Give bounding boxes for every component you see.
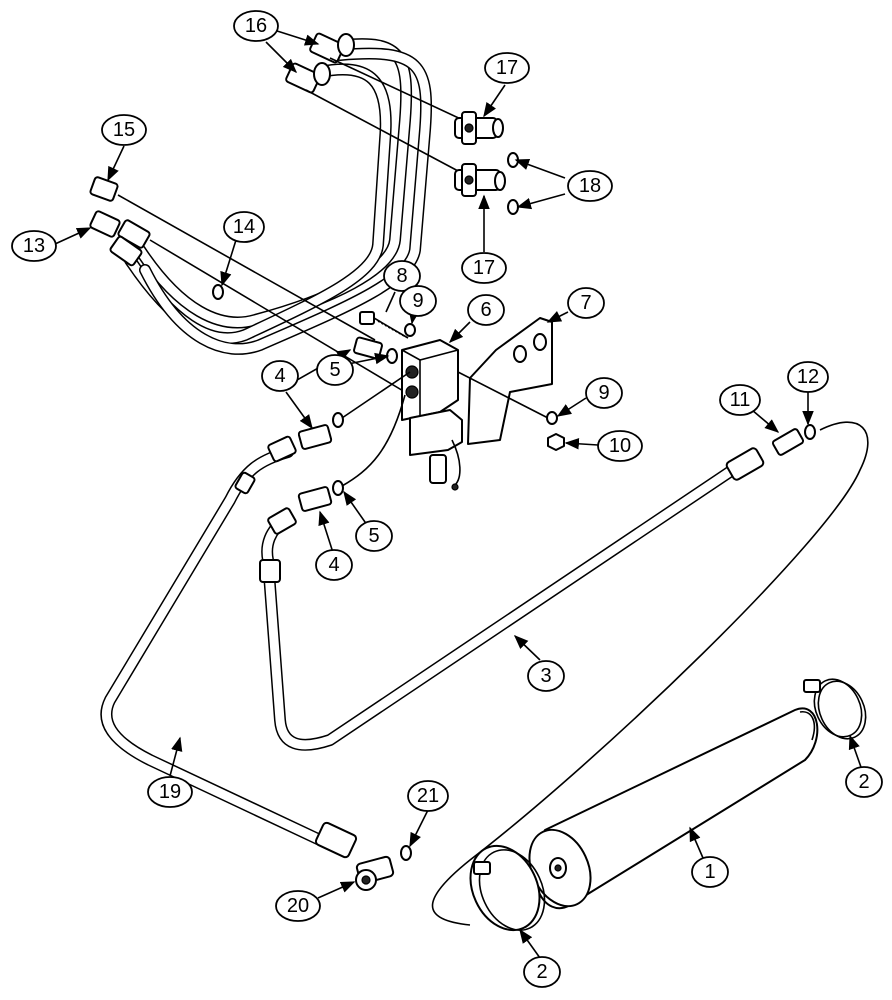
fitting-4-lower — [297, 480, 344, 512]
o-ring-12 — [804, 424, 816, 440]
hose-3 — [259, 447, 765, 751]
callout-5-lower: 5 — [355, 520, 393, 552]
accumulator-cylinder-1 — [528, 707, 819, 910]
callout-17-upper: 17 — [484, 52, 530, 84]
svg-text:4: 4 — [328, 554, 339, 576]
callout-14: 14 — [223, 211, 265, 243]
svg-text:2: 2 — [536, 961, 547, 983]
callout-21: 21 — [407, 780, 449, 812]
clamp-2-lower — [469, 844, 546, 932]
callout-18: 18 — [567, 170, 613, 202]
svg-text:18: 18 — [579, 175, 601, 197]
svg-text:9: 9 — [598, 382, 609, 404]
callout-2-lower: 2 — [523, 956, 561, 988]
o-ring-14 — [212, 284, 224, 300]
valve-block-6 — [401, 339, 463, 491]
o-ring-21 — [400, 845, 412, 861]
svg-text:1: 1 — [704, 861, 715, 883]
callout-5-upper: 5 — [316, 354, 354, 386]
bracket-7 — [457, 317, 553, 445]
fitting-15 — [89, 176, 119, 202]
clamp-2-upper — [803, 678, 867, 740]
svg-text:4: 4 — [274, 365, 285, 387]
upper-hose-bundle — [124, 38, 433, 355]
svg-text:7: 7 — [580, 292, 591, 314]
washer-9-lower — [546, 411, 558, 425]
callout-2-upper: 2 — [845, 766, 883, 798]
callout-16: 16 — [233, 10, 279, 42]
svg-text:11: 11 — [730, 389, 751, 411]
callout-4-upper: 4 — [261, 360, 299, 392]
callout-11: 11 — [719, 384, 761, 416]
callout-12: 12 — [787, 361, 829, 393]
callout-15: 15 — [101, 114, 147, 146]
svg-text:21: 21 — [417, 785, 439, 807]
callout-4-lower: 4 — [315, 549, 353, 581]
tee-fitting-20 — [355, 855, 395, 891]
hose-19 — [100, 435, 358, 859]
tee-fitting-17-upper — [454, 111, 504, 145]
svg-text:10: 10 — [609, 435, 631, 457]
nut-10 — [547, 433, 565, 451]
o-ring-18-lower — [507, 199, 519, 215]
tee-fitting-17-lower — [454, 163, 506, 197]
fitting-13 — [89, 210, 151, 267]
svg-text:20: 20 — [287, 895, 309, 917]
svg-text:3: 3 — [540, 665, 551, 687]
svg-text:12: 12 — [797, 366, 819, 388]
svg-text:8: 8 — [396, 265, 407, 287]
callout-20: 20 — [275, 890, 321, 922]
svg-text:5: 5 — [368, 525, 379, 547]
svg-text:19: 19 — [159, 781, 181, 803]
svg-text:17: 17 — [496, 57, 518, 79]
svg-text:5: 5 — [329, 359, 340, 381]
svg-text:9: 9 — [412, 290, 423, 312]
callout-13: 13 — [11, 230, 57, 262]
callout-3: 3 — [527, 660, 565, 692]
svg-text:16: 16 — [245, 15, 267, 37]
svg-text:6: 6 — [480, 299, 491, 321]
svg-text:13: 13 — [23, 235, 45, 257]
callout-8: 8 — [383, 260, 421, 292]
callout-6: 6 — [467, 294, 505, 326]
callout-9-lower: 9 — [585, 377, 623, 409]
svg-text:15: 15 — [113, 119, 135, 141]
callout-7: 7 — [567, 287, 605, 319]
callout-1: 1 — [691, 856, 729, 888]
washer-9-upper — [404, 323, 416, 337]
callout-19: 19 — [147, 776, 193, 808]
fitting-11 — [771, 428, 805, 456]
callout-17-lower: 17 — [461, 252, 507, 284]
callout-9-upper: 9 — [399, 285, 437, 317]
svg-text:14: 14 — [233, 216, 255, 238]
svg-text:17: 17 — [473, 257, 495, 279]
bolt-8 — [359, 311, 409, 339]
callout-10: 10 — [597, 430, 643, 462]
svg-text:2: 2 — [858, 771, 869, 793]
